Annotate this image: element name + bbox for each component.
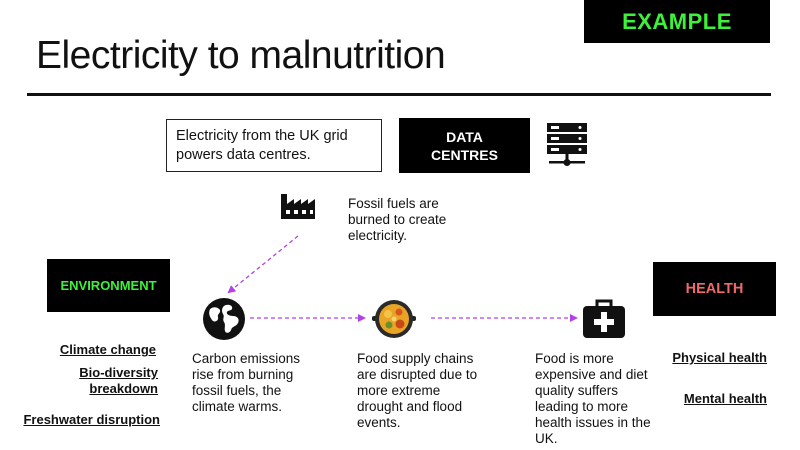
impact-mental-health: Mental health (683, 391, 767, 406)
paella-pan-icon (372, 300, 416, 338)
carbon-emissions-text: Carbon emissions rise from burning fossi… (192, 351, 301, 414)
environment-label: ENVIRONMENT (47, 259, 170, 312)
example-badge: EXAMPLE (584, 0, 770, 43)
impact-climate-change: Climate change (59, 342, 156, 357)
health-label: HEALTH (653, 262, 776, 316)
impact-biodiversity: Bio-diversity breakdown (79, 365, 158, 396)
food-supply-text: Food supply chains are disrupted due to … (357, 351, 478, 430)
grid-info-box: Electricity from the UK grid powers data… (166, 119, 382, 172)
data-centres-text: DATA CENTRES (431, 128, 498, 163)
food-health-text: Food is more expensive and diet quality … (535, 351, 651, 446)
title-divider (27, 93, 771, 96)
impact-freshwater: Freshwater disruption (23, 412, 160, 427)
fossil-fuels-text: Fossil fuels are burned to create electr… (348, 196, 447, 243)
arrow-factory-to-globe (227, 235, 299, 294)
globe-icon (203, 298, 245, 340)
first-aid-kit-icon (583, 299, 625, 338)
factory-icon (281, 194, 315, 219)
data-centres-label: DATA CENTRES (399, 118, 530, 173)
server-rack-icon (547, 123, 587, 166)
impact-physical-health: Physical health (672, 350, 767, 365)
page-title: Electricity to malnutrition (36, 34, 446, 77)
